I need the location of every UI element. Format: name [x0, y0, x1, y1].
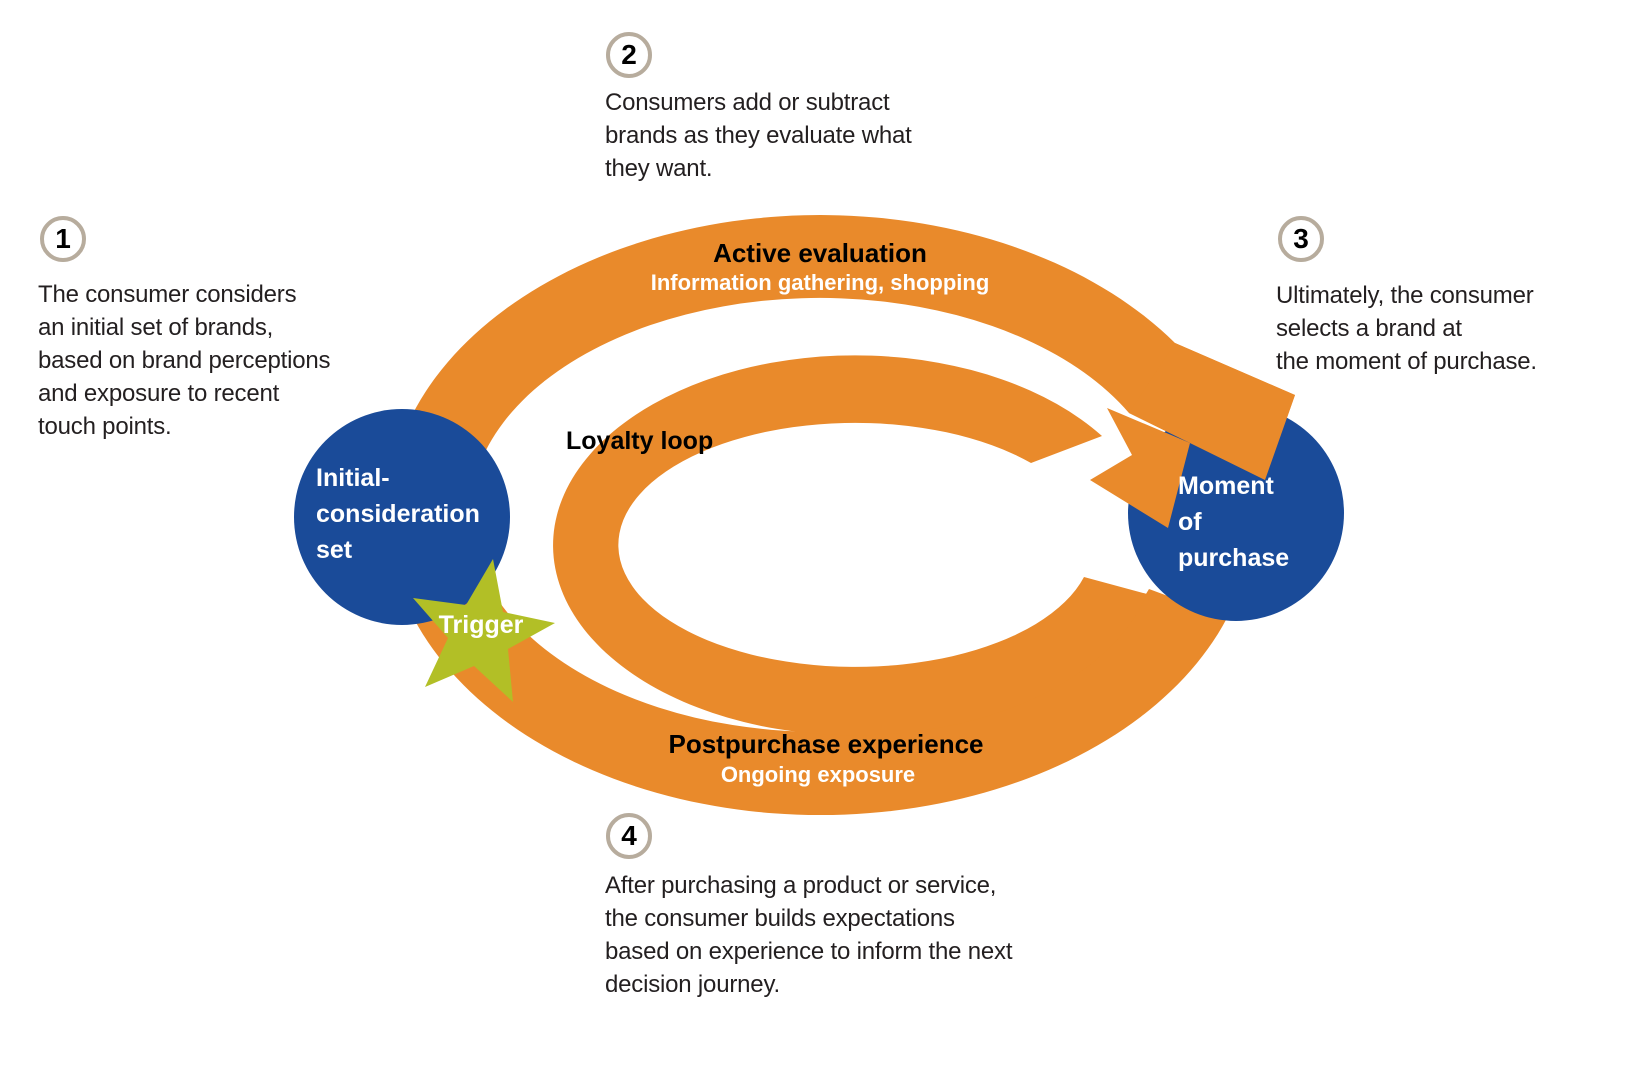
step-1-description: The consumer considers an initial set of… [38, 281, 331, 440]
step-3-badge: 3 [1278, 216, 1324, 262]
moment-of-purchase-label: Moment of purchase [1178, 472, 1290, 572]
active-evaluation-title: Active evaluation [713, 238, 927, 268]
initial-consideration-label: Initial- consideration set [316, 464, 480, 564]
trigger-label: Trigger [438, 611, 524, 639]
step-3-description: Ultimately, the consumer selects a brand… [1276, 282, 1537, 375]
loyalty-loop-label: Loyalty loop [566, 427, 714, 455]
loyalty-loop-arrowhead-icon [1090, 408, 1190, 528]
step-4-badge: 4 [606, 813, 652, 859]
step-2-description: Consumers add or subtract brands as they… [605, 89, 912, 182]
outer-ring-arrow-end-icon [1129, 343, 1295, 480]
step-2-badge: 2 [606, 32, 652, 78]
initial-consideration-circle [294, 409, 510, 625]
postpurchase-title: Postpurchase experience [668, 729, 984, 759]
step-1-badge: 1 [40, 216, 86, 262]
step-4-description: After purchasing a product or service, t… [605, 872, 1013, 998]
loyalty-loop-ring [553, 355, 1147, 736]
postpurchase-subtitle: Ongoing exposure [720, 762, 916, 787]
active-evaluation-subtitle: Information gathering, shopping [650, 270, 990, 295]
trigger-star-icon [413, 559, 555, 702]
